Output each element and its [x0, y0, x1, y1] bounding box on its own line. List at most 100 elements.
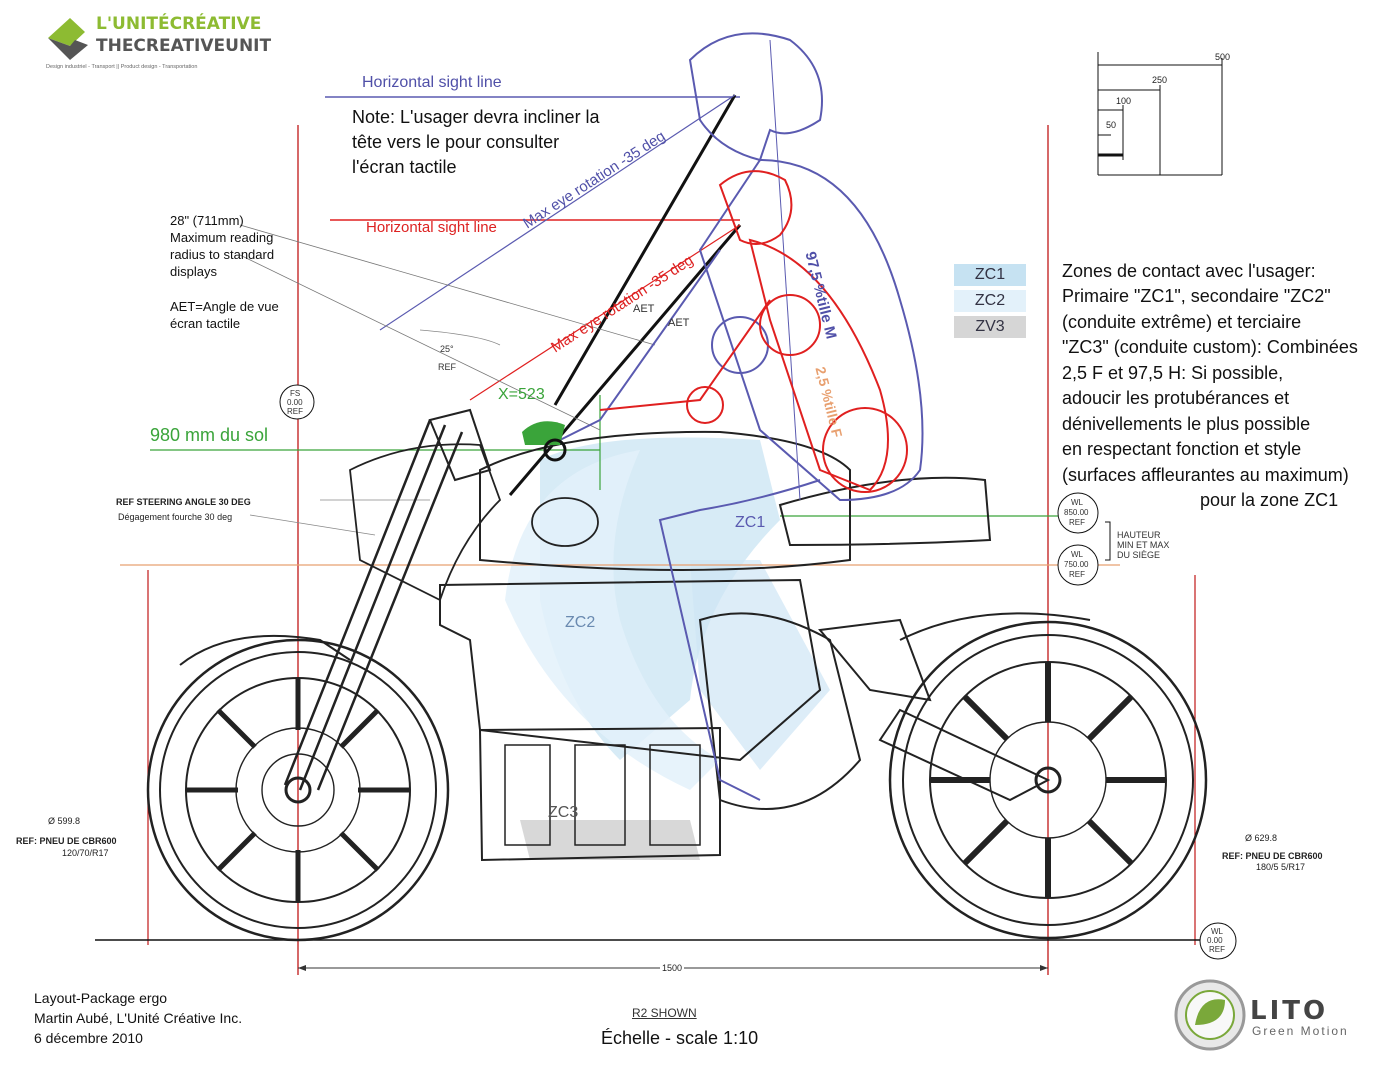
swingarm: [878, 708, 1051, 802]
zc1-label: ZC1: [735, 514, 766, 531]
green-marker: [522, 421, 567, 462]
blue-leg: [658, 479, 821, 801]
blue-arm: [559, 249, 721, 441]
red-torso: [748, 238, 889, 492]
scale-50: 50: [1106, 120, 1117, 130]
angle25-ref: REF: [438, 362, 456, 372]
scale-100: 100: [1116, 96, 1132, 106]
fs-marker: [279, 384, 315, 420]
hauteur-3: DU SIÈGE: [1117, 550, 1161, 560]
wl850-l1: WL: [1071, 498, 1083, 507]
front-fork: [283, 419, 464, 791]
fs-label-2: 0.00: [287, 398, 303, 407]
red-sight-line-label: Horizontal sight line: [366, 219, 497, 236]
legend-zv3: ZV3: [954, 316, 1026, 338]
zones-line-8: en respectant fonction et style: [1062, 439, 1302, 459]
vision-lines: [239, 94, 742, 536]
motorcycle: [146, 408, 1208, 942]
logo-line2: THECREATIVEUNIT: [96, 36, 272, 56]
wl750-l2: 750.00: [1064, 560, 1089, 569]
height980-label: 980 mm du sol: [150, 425, 269, 445]
rear-fender: [899, 612, 1091, 641]
reading-radius-leader: [239, 224, 656, 346]
lito-logo-mark: [1174, 979, 1246, 1051]
reading-radius-4: displays: [170, 264, 217, 279]
wl0-l3: REF: [1209, 945, 1225, 954]
wl850-marker: [1057, 492, 1099, 534]
rear-wheel: [888, 620, 1208, 940]
wl750-l1: WL: [1071, 550, 1083, 559]
wl750-marker: [1057, 544, 1099, 586]
battery-pack: [478, 726, 721, 862]
credit-line-1: Layout-Package ergo: [34, 990, 168, 1006]
zone-zc2-area: [505, 450, 720, 790]
scale-500: 500: [1215, 52, 1231, 62]
angle25-arc: [419, 329, 501, 346]
rider-97-male: [559, 32, 924, 801]
fs-label-1: FS: [290, 389, 301, 398]
legend-zc2: ZC2: [954, 290, 1026, 312]
r2-shown-label: R2 SHOWN: [632, 1006, 697, 1020]
fuel-tank: [479, 430, 851, 571]
blue-axis: [769, 39, 801, 501]
wl0-l2: 0.00: [1207, 936, 1223, 945]
fs-label-3: REF: [287, 407, 303, 416]
reading-radius-2: Maximum reading: [170, 230, 274, 245]
wl750-l3: REF: [1069, 570, 1085, 579]
angle25-label: 25°: [440, 344, 454, 354]
reference-lines: [95, 96, 1230, 975]
logo-tagline: Design industriel - Transport || Product…: [46, 64, 198, 70]
fork-leader: [249, 514, 376, 536]
creative-unit-logo-mark: [48, 18, 88, 60]
rear-tire-diameter: Ø 629.8: [1245, 833, 1278, 843]
zc3-label: ZC3: [548, 804, 579, 821]
wl0-l1: WL: [1211, 927, 1223, 936]
aet-def-2: écran tactile: [170, 316, 241, 331]
red-elbow: [686, 386, 724, 424]
zones-line-6: adoucir les protubérances et: [1062, 388, 1290, 408]
logo-line1: L'UNITÉCRÉATIVE: [96, 14, 262, 34]
blue-reach-line: [553, 94, 737, 406]
zone-leg-area: [690, 560, 830, 770]
wheelbase-label: 1500: [660, 963, 685, 973]
battery-cells: [504, 744, 701, 846]
zones-line-9: (surfaces affleurantes au maximum): [1062, 465, 1349, 485]
zones-line-2: Primaire "ZC1", secondaire "ZC2": [1062, 286, 1331, 306]
note-text: Note: L'usager devra incliner la tête ve…: [352, 107, 600, 177]
scale-bar: [1097, 52, 1223, 176]
fork-label: Dégagement fourche 30 deg: [118, 512, 233, 522]
hauteur-bracket: [1105, 521, 1111, 561]
legend-zc1: ZC1: [954, 264, 1026, 286]
blue-sight-line-label: Horizontal sight line: [362, 74, 502, 91]
rider-2-female: [599, 170, 908, 493]
wl850-l3: REF: [1069, 518, 1085, 527]
reading-radius-3: radius to standard: [170, 247, 275, 262]
motor-housing: [698, 612, 862, 810]
aet-leader: [239, 254, 601, 431]
rear-tire-size: 180/5 5/R17: [1256, 862, 1306, 872]
zone-zc3-area: [520, 820, 700, 860]
aet-label-1: AET: [633, 303, 655, 315]
blue-eye-rotation: [379, 94, 736, 331]
credit-line-2: Martin Aubé, L'Unité Créative Inc.: [34, 1010, 243, 1026]
hauteur-2: MIN ET MAX: [1117, 540, 1170, 550]
zc2-label: ZC2: [565, 614, 596, 631]
front-tire-size: 120/70/R17: [62, 848, 109, 858]
hauteur-1: HAUTEUR: [1117, 530, 1161, 540]
scale-label: Échelle - scale 1:10: [601, 1028, 759, 1048]
zones-line-4: "ZC3" (conduite custom): Combinées: [1062, 337, 1358, 357]
scale-250: 250: [1152, 75, 1168, 85]
lito-sub: Green Motion: [1252, 1024, 1349, 1038]
rear-tire-ref: REF: PNEU DE CBR600: [1222, 851, 1323, 861]
seat: [778, 476, 992, 547]
x523-label: X=523: [498, 386, 545, 403]
wl0-marker: [1199, 922, 1237, 960]
zones-line-7: dénivellements le plus possible: [1062, 414, 1311, 434]
rear-shock: [818, 618, 932, 702]
red-head: [718, 170, 793, 245]
reading-radius-1: 28" (711mm): [170, 213, 244, 228]
red-shoulder: [759, 294, 821, 356]
red-arm: [599, 299, 771, 411]
zones-line-10: pour la zone ZC1: [1200, 490, 1339, 510]
